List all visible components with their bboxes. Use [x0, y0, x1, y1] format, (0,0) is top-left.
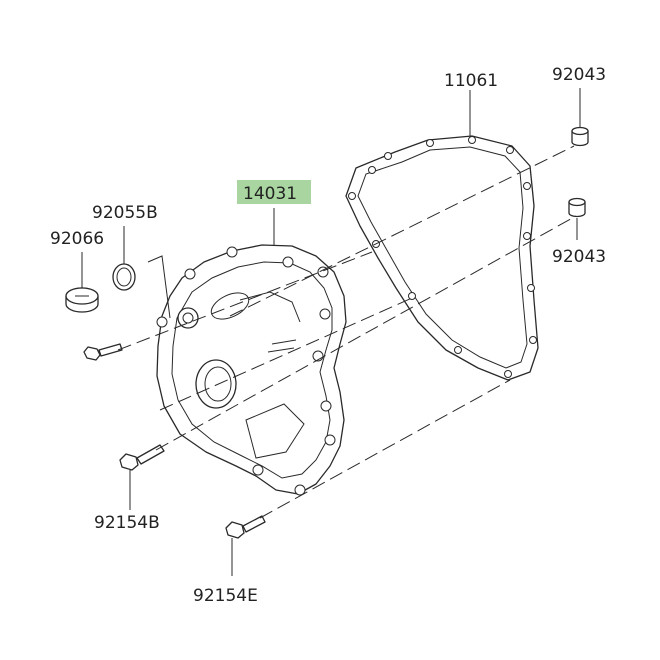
bolt-92154E [225, 515, 266, 539]
leader-lines [81, 88, 581, 576]
bolt-small [83, 343, 123, 361]
label-92154E: 92154E [193, 586, 258, 606]
label-92066: 92066 [50, 229, 104, 249]
gasket-bolt-holes [348, 136, 537, 378]
o-ring-92055B [112, 263, 136, 291]
label-92043-top: 92043 [552, 65, 606, 85]
assembly-lines [117, 145, 577, 519]
gasket-11061 [345, 135, 539, 381]
plug-92066 [65, 287, 99, 313]
label-92154B: 92154B [94, 513, 160, 533]
cover-bolt-bosses [156, 246, 336, 496]
highlight-box [237, 180, 311, 204]
dowel-pin-92043-mid [568, 197, 586, 218]
label-92043-mid: 92043 [552, 247, 606, 267]
label-92055B: 92055B [92, 203, 158, 223]
dowel-pin-92043-top [571, 126, 589, 147]
label-14031: 14031 [243, 184, 297, 204]
cover-14031 [156, 244, 347, 496]
label-11061: 11061 [444, 71, 498, 91]
